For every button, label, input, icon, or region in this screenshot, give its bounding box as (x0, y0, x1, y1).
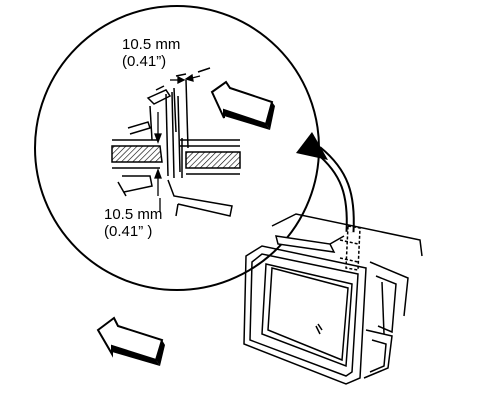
bottom-dimension-mm: 10.5 mm (104, 206, 163, 223)
top-dimension-inch: (0.41”) (122, 53, 167, 70)
bottom-dimension-inch: (0.41” ) (104, 223, 153, 240)
bottom-dimension-label: 10.5 mm (0.41” ) (104, 206, 162, 240)
glass-run-channel-detail (111, 67, 241, 217)
callout-curved-arrow (296, 132, 355, 233)
direction-arrow-icon (210, 80, 275, 130)
top-dimension-mm: 10.5 mm (122, 36, 181, 53)
front-direction-arrow-icon (96, 316, 165, 366)
dimension-arrows (154, 73, 201, 212)
door-window-frame (243, 213, 423, 385)
top-dimension-label: 10.5 mm (0.41”) (122, 36, 180, 70)
